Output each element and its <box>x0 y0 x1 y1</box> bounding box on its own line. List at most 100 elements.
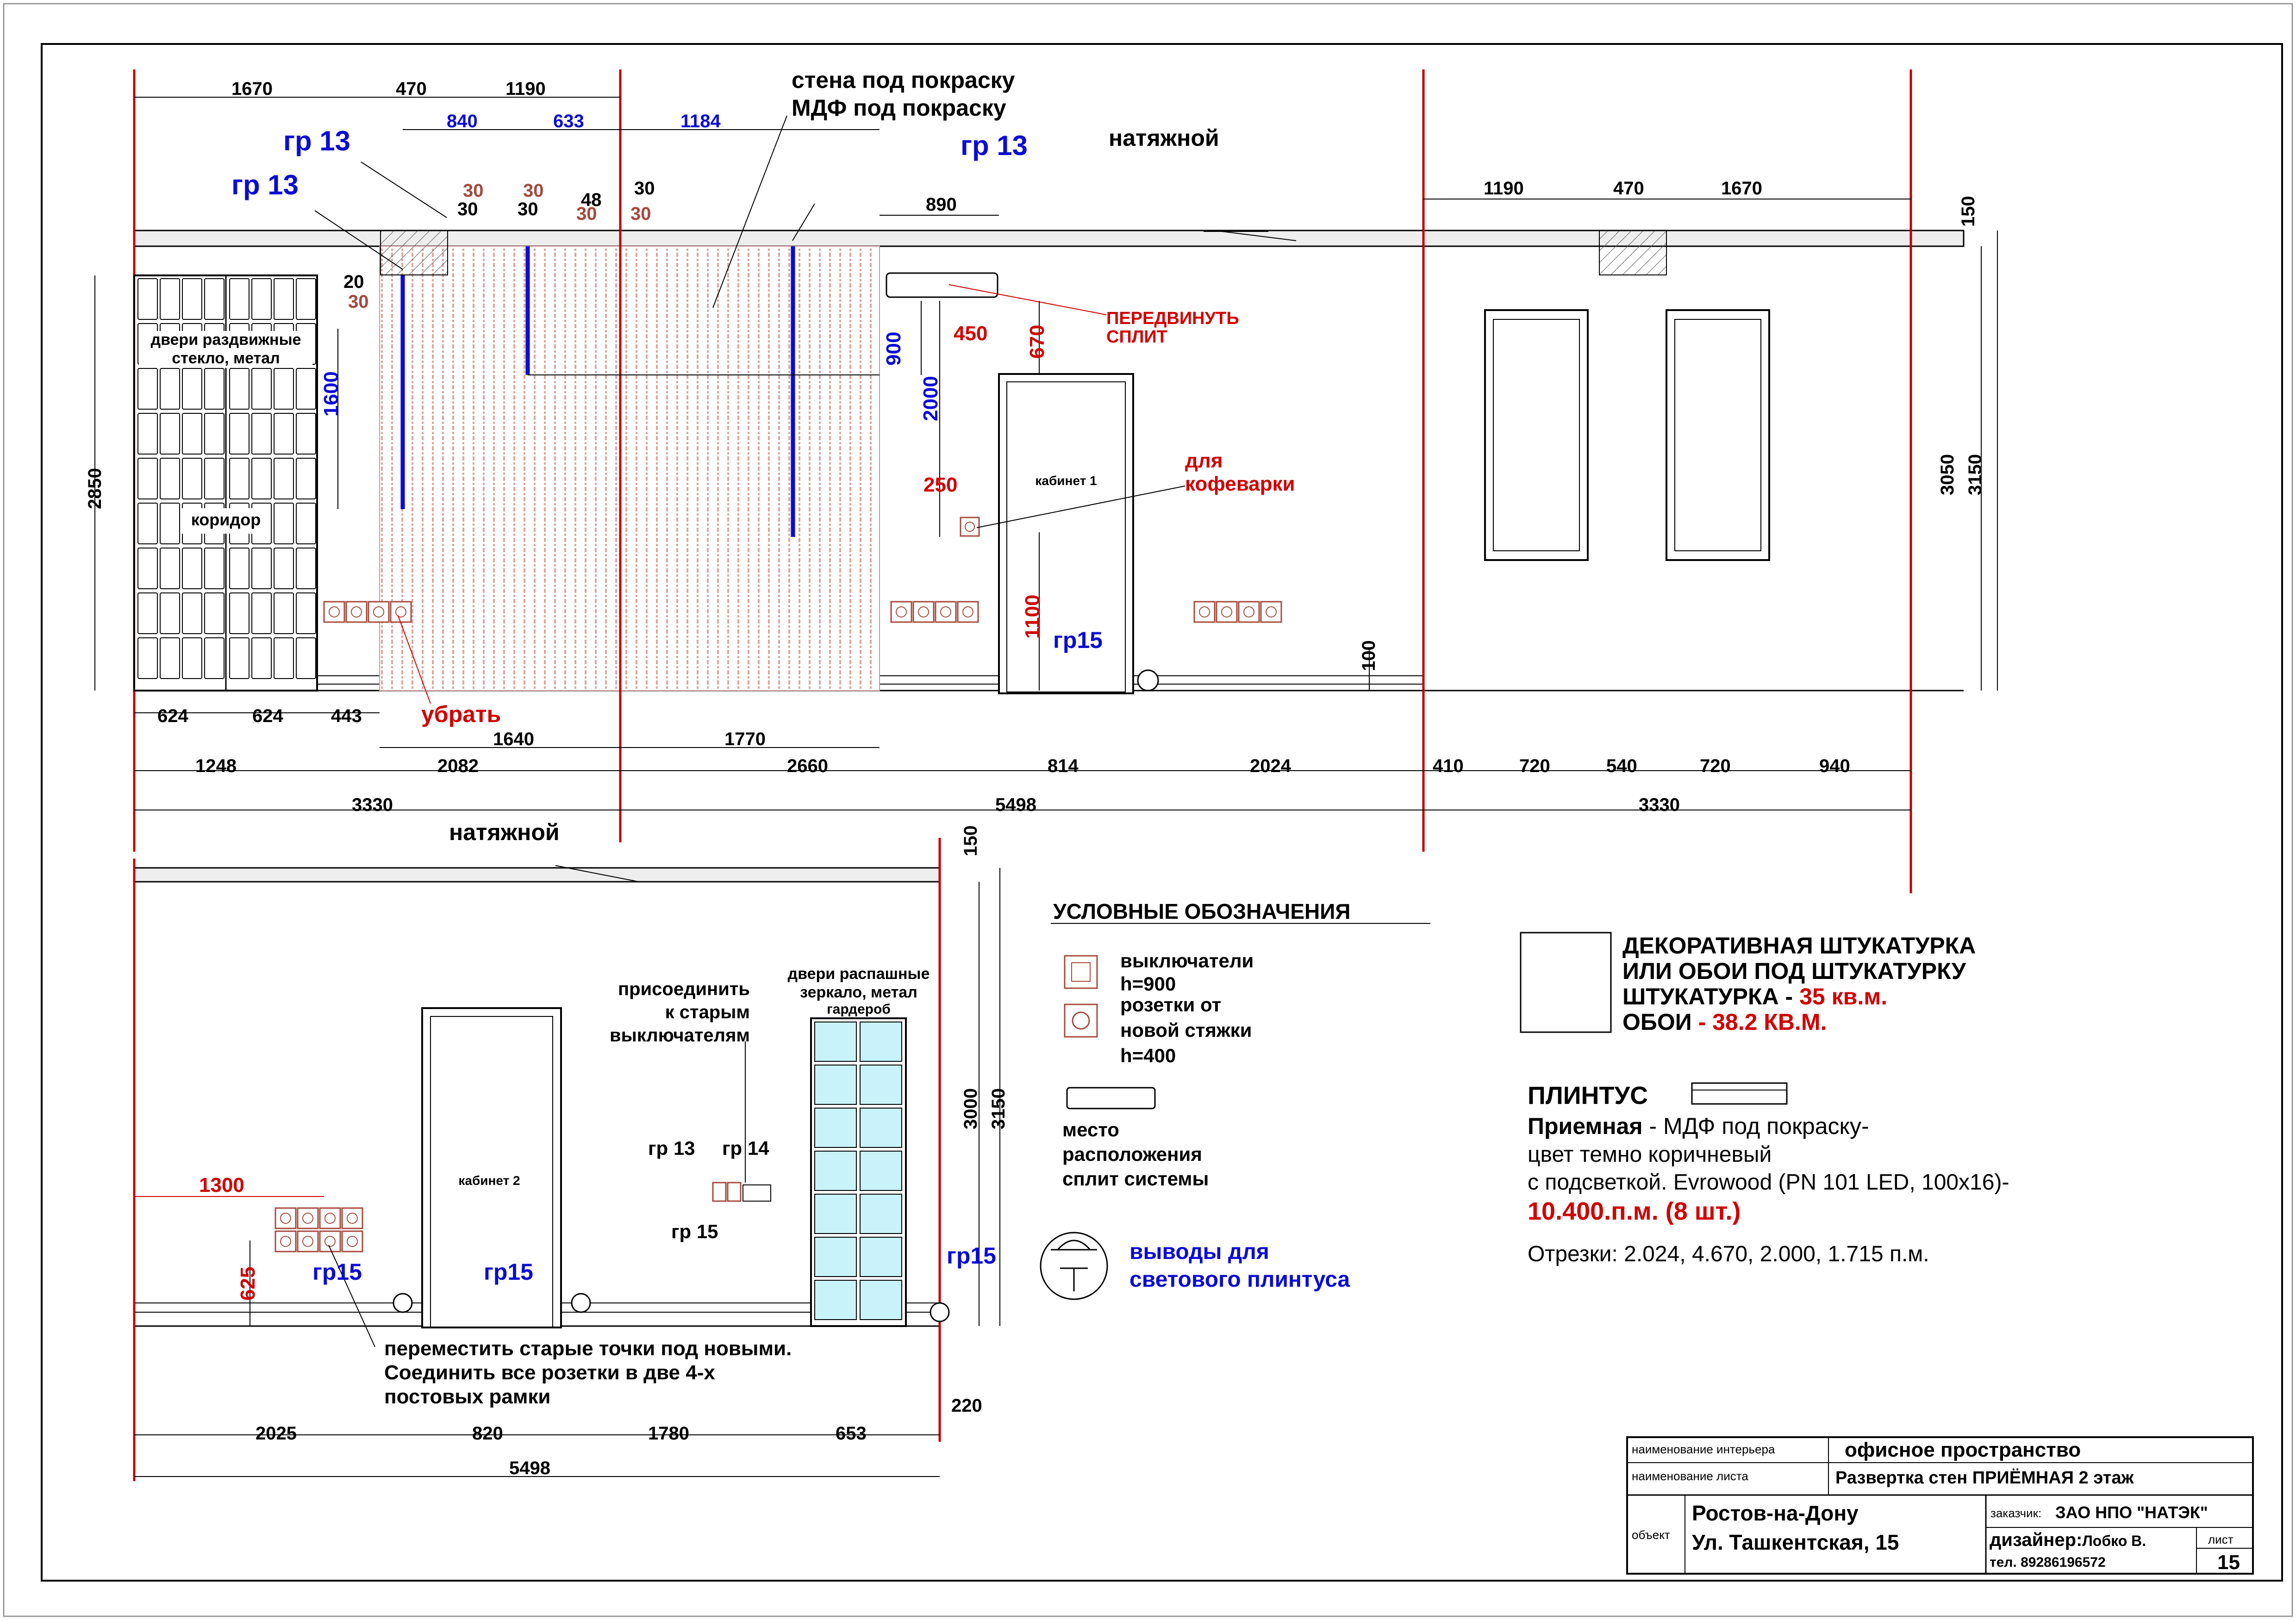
dim-1670: 1670 <box>231 79 273 99</box>
plinth-segments: Отрезки: 2.024, 4.670, 2.000, 1.715 п.м. <box>1528 1242 1929 1266</box>
dim-5498-top: 5498 <box>995 795 1036 815</box>
wallpaper-label: ОБОИ <box>1622 1009 1698 1035</box>
legend-switches-2: h=900 <box>1120 973 1176 995</box>
dim-20: 20 <box>343 272 364 292</box>
legend-split-2: расположения <box>1062 1143 1202 1165</box>
tb-label-list: лист <box>2208 1533 2234 1546</box>
note-mdf-paint: МДФ под покраску <box>792 95 1006 121</box>
plinth-room: Приемная - МДФ под покраску- <box>1528 1113 1869 1139</box>
tb-label-interior: наименование интерьера <box>1632 1442 1775 1456</box>
tb-designer-name: Лобко В. <box>2082 1533 2146 1549</box>
ceiling-band-bottom <box>133 867 941 883</box>
dim-625: 625 <box>237 1267 259 1301</box>
dim-30-j: 30 <box>348 292 369 312</box>
dim-1300: 1300 <box>199 1174 244 1196</box>
wardrobe-label-2: зеркало, метал <box>800 984 917 1001</box>
dim-3050: 3050 <box>1937 454 1958 495</box>
dim-624-b: 624 <box>252 706 283 726</box>
dim-2000: 2000 <box>919 376 942 421</box>
wardrobe-label-3: гардероб <box>827 1002 891 1017</box>
cabinet-1-label: кабинет 1 <box>1035 474 1097 488</box>
dim-3000: 3000 <box>961 1088 981 1129</box>
mdf-wall-panel <box>379 246 880 691</box>
dim-410: 410 <box>1433 756 1464 776</box>
dim-1600: 1600 <box>320 371 343 417</box>
legend-title: УСЛОВНЫЕ ОБОЗНАЧЕНИЯ <box>1053 899 1350 923</box>
note-move-points-2: Соединить все розетки в две 4-х <box>384 1361 715 1384</box>
socket-groups-bottom <box>275 1207 363 1252</box>
dim-1248: 1248 <box>195 756 237 776</box>
dim-220: 220 <box>951 1396 982 1416</box>
dim-940: 940 <box>1819 756 1850 776</box>
note-coffee-2: кофеварки <box>1185 473 1295 495</box>
note-connect-2: к старым <box>665 1002 750 1022</box>
door-cabinet-2 <box>421 1007 562 1328</box>
plinth-desc-1: - МДФ под покраску- <box>1643 1113 1869 1139</box>
gr13-switch-label: гр 13 <box>648 1137 695 1159</box>
dim-250: 250 <box>923 474 957 496</box>
dim-1770: 1770 <box>724 729 766 749</box>
note-wall-paint: стена под покраску <box>792 67 1015 93</box>
dim-470: 470 <box>396 79 427 99</box>
material-line-2: ИЛИ ОБОИ ПОД ШТУКАТУРКУ <box>1622 958 1966 984</box>
plinth-desc-3: с подсветкой. Evrowood (PN 101 LED, 100x… <box>1528 1170 2009 1195</box>
dim-30-a: 30 <box>463 181 484 201</box>
tb-sheet: Развертка стен ПРИЁМНАЯ 2 этаж <box>1835 1468 2134 1488</box>
led-outlet-icon <box>1137 669 1159 692</box>
tb-phone: тел. 89286196572 <box>1990 1555 2106 1570</box>
legend-switches-1: выключатели <box>1120 950 1254 972</box>
door-cabinet-1 <box>998 373 1134 694</box>
gr13-label-2: гр 13 <box>231 169 299 200</box>
dim-720-a: 720 <box>1519 756 1550 776</box>
wardrobe-label-1: двери распашные <box>788 965 930 983</box>
window-left <box>1484 309 1589 561</box>
dim-624-a: 624 <box>157 706 188 726</box>
dim-540: 540 <box>1606 756 1637 776</box>
dim-150-top: 150 <box>1958 196 1978 227</box>
tb-customer: ЗАО НПО "НАТЭК" <box>2055 1503 2208 1522</box>
dim-5498-bottom: 5498 <box>509 1458 550 1478</box>
gr13-label-3: гр 13 <box>961 130 1028 161</box>
dim-633: 633 <box>553 111 584 131</box>
dim-3150-bottom: 3150 <box>988 1088 1009 1129</box>
material-wallpaper: ОБОИ - 38.2 КВ.М. <box>1622 1009 1827 1035</box>
dim-450: 450 <box>954 322 987 345</box>
legend-led-1: выводы для <box>1129 1240 1269 1264</box>
tb-label-sheet: наименование листа <box>1632 1469 1748 1483</box>
note-connect-3: выключателям <box>610 1025 750 1046</box>
dim-900: 900 <box>882 332 905 366</box>
plaster-label: ШТУКАТУРКА - <box>1622 984 1799 1009</box>
note-move-split-1: ПЕРЕДВИНУТЬ <box>1106 309 1239 328</box>
plinth-title: ПЛИНТУС <box>1528 1082 1648 1109</box>
note-connect-1: присоединить <box>618 979 750 999</box>
dim-1640: 1640 <box>493 729 534 749</box>
tb-label-customer: заказчик: <box>1990 1506 2041 1520</box>
dim-1190-right: 1190 <box>1484 178 1524 199</box>
wallpaper-value: - 38.2 КВ.М. <box>1698 1009 1827 1035</box>
legend-split-3: сплит системы <box>1062 1168 1209 1190</box>
dim-30-c: 30 <box>523 181 544 201</box>
dim-1780: 1780 <box>648 1423 689 1444</box>
split-unit-marker <box>886 272 998 298</box>
note-move-split-2: СПЛИТ <box>1106 327 1167 347</box>
corridor-label: коридор <box>191 510 261 529</box>
dim-890: 890 <box>926 194 957 215</box>
dim-1670-right: 1670 <box>1721 178 1762 199</box>
plinth-room-name: Приемная <box>1528 1113 1643 1139</box>
legend-sockets-1: розетки от <box>1120 994 1221 1016</box>
note-move-points-1: переместить старые точки под новыми. <box>384 1337 792 1360</box>
dim-48: 48 <box>581 190 602 210</box>
materials-block: ДЕКОРАТИВНАЯ ШТУКАТУРКА ИЛИ ОБОИ ПОД ШТУ… <box>1520 932 2009 1266</box>
dim-2082: 2082 <box>437 756 479 776</box>
dim-2850: 2850 <box>85 468 105 509</box>
dim-1184: 1184 <box>680 111 721 131</box>
dim-2024: 2024 <box>1250 756 1292 776</box>
socket-groups-top <box>323 601 1282 623</box>
dim-3150: 3150 <box>1965 454 1985 495</box>
legend-led-2: светового плинтуса <box>1129 1267 1350 1292</box>
material-line-1: ДЕКОРАТИВНАЯ ШТУКАТУРКА <box>1622 933 1976 959</box>
tb-list-no: 15 <box>2217 1551 2240 1574</box>
tb-designer-label: дизайнер: <box>1990 1530 2082 1550</box>
note-move-points-3: постовых рамки <box>384 1385 550 1408</box>
